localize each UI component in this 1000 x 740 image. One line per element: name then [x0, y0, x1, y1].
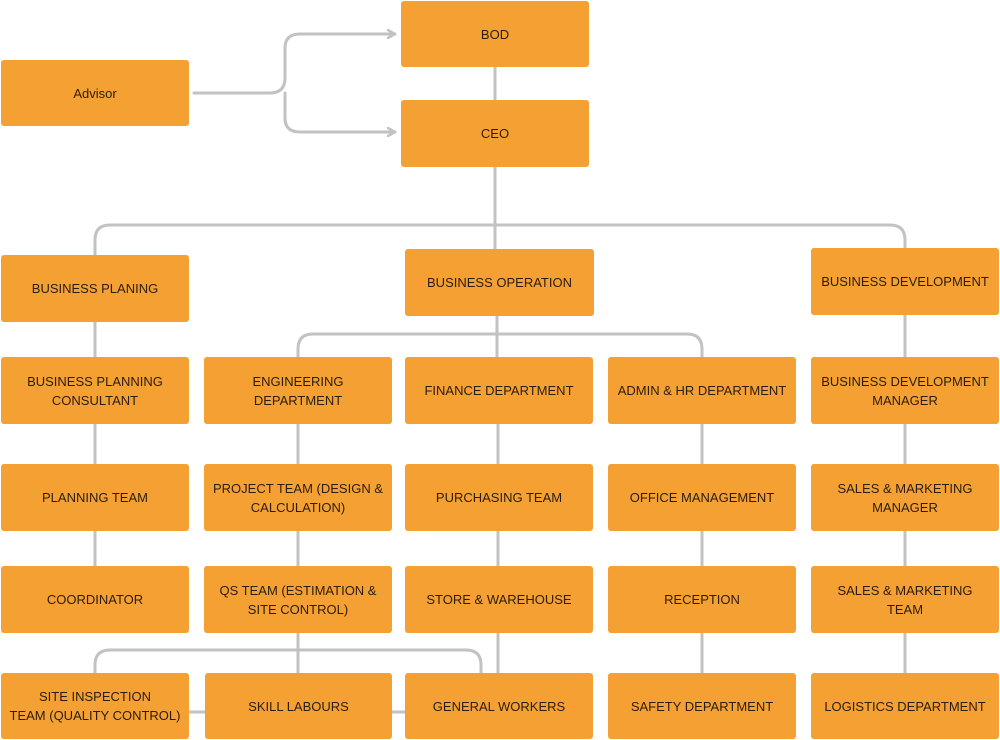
node-coordinator: COORDINATOR [1, 566, 189, 633]
node-planning-team: PLANNING TEAM [1, 464, 189, 531]
node-skill-labours: SKILL LABOURS [205, 673, 392, 739]
node-sales-marketing-manager-label: SALES & MARKETING MANAGER [837, 480, 973, 515]
node-admin-hr-department: ADMIN & HR DEPARTMENT [608, 357, 796, 424]
node-business-operation-label: BUSINESS OPERATION [427, 275, 572, 290]
node-sales-marketing-manager: SALES & MARKETING MANAGER [811, 464, 999, 531]
node-general-workers: GENERAL WORKERS [405, 673, 593, 739]
node-purchasing-team: PURCHASING TEAM [405, 464, 593, 531]
node-business-planning-consultant: BUSINESS PLANNING CONSULTANT [1, 357, 189, 424]
node-engineering-department: ENGINEERING DEPARTMENT [204, 357, 392, 424]
node-logistics-department-label: LOGISTICS DEPARTMENT [824, 698, 986, 714]
node-safety-department: SAFETY DEPARTMENT [608, 673, 796, 739]
node-store-warehouse-label: STORE & WAREHOUSE [426, 592, 572, 607]
node-office-management: OFFICE MANAGEMENT [608, 464, 796, 531]
node-business-planning-consultant-label: BUSINESS PLANNING CONSULTANT [27, 373, 163, 408]
node-admin-hr-department-label: ADMIN & HR DEPARTMENT [617, 383, 787, 398]
node-safety-department-label: SAFETY DEPARTMENT [630, 698, 774, 714]
node-planning-team-label: PLANNING TEAM [42, 490, 148, 505]
node-logistics-department: LOGISTICS DEPARTMENT [811, 673, 999, 739]
node-site-inspection-team: SITE INSPECTION TEAM (QUALITY CONTROL) [1, 673, 189, 739]
node-finance-department: FINANCE DEPARTMENT [405, 357, 593, 424]
connector-advisor-ceo [283, 91, 397, 132]
node-advisor: Advisor [1, 60, 189, 126]
node-sales-marketing-team-label: SALES & MARKETING TEAM [837, 582, 973, 617]
node-reception: RECEPTION [608, 566, 796, 633]
node-business-development-manager-label: BUSINESS DEVELOPMENT MANAGER [821, 373, 989, 408]
node-store-warehouse: STORE & WAREHOUSE [405, 566, 593, 633]
node-advisor-label: Advisor [73, 85, 117, 101]
node-business-operation: BUSINESS OPERATION [405, 249, 594, 316]
node-bod: BOD [401, 1, 589, 67]
node-qs-team: QS TEAM (ESTIMATION & SITE CONTROL) [204, 566, 392, 633]
node-engineering-department-label: ENGINEERING DEPARTMENT [252, 373, 344, 408]
node-ceo-label: CEO [480, 126, 510, 141]
node-general-workers-label: GENERAL WORKERS [432, 698, 566, 714]
node-site-inspection-team-label: SITE INSPECTION TEAM (QUALITY CONTROL) [9, 689, 181, 723]
node-office-management-label: OFFICE MANAGEMENT [629, 490, 775, 505]
node-project-team-label: PROJECT TEAM (DESIGN & CALCULATION) [213, 480, 383, 515]
node-finance-department-label: FINANCE DEPARTMENT [424, 383, 574, 398]
node-bod-label: BOD [480, 26, 510, 42]
connector-units-bar [93, 223, 907, 257]
node-business-development-manager: BUSINESS DEVELOPMENT MANAGER [811, 357, 999, 424]
node-coordinator-label: COORDINATOR [46, 592, 144, 607]
node-business-development: BUSINESS DEVELOPMENT [811, 248, 999, 315]
node-ceo: CEO [401, 100, 589, 167]
node-sales-marketing-team: SALES & MARKETING TEAM [811, 566, 999, 633]
connector-advisor-bod [192, 34, 397, 95]
node-reception-label: RECEPTION [664, 592, 740, 607]
connector-bottom-bar [93, 648, 483, 675]
node-project-team: PROJECT TEAM (DESIGN & CALCULATION) [204, 464, 392, 531]
node-qs-team-label: QS TEAM (ESTIMATION & SITE CONTROL) [219, 582, 377, 617]
node-business-planing: BUSINESS PLANING [1, 255, 189, 322]
node-business-development-label: BUSINESS DEVELOPMENT [821, 274, 989, 289]
node-purchasing-team-label: PURCHASING TEAM [435, 490, 563, 505]
connector-depts-bar [296, 332, 704, 359]
node-business-planing-label: BUSINESS PLANING [31, 281, 159, 296]
node-skill-labours-label: SKILL LABOURS [248, 698, 349, 714]
